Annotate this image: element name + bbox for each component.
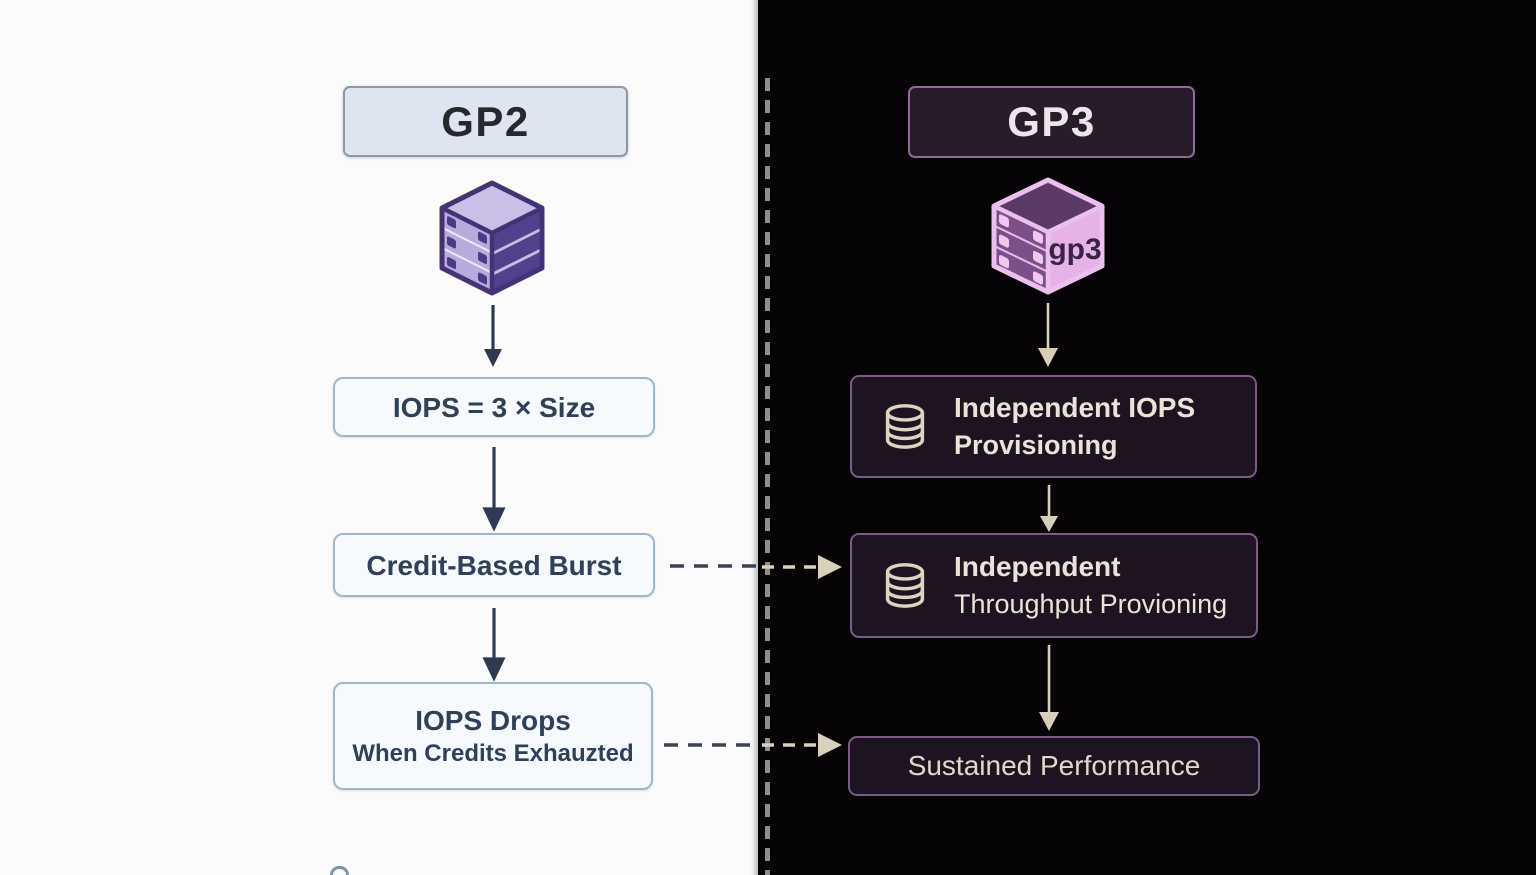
gp3-box2-line2: Throughput Provioning (954, 589, 1228, 620)
gp2-iops-drops-box: IOPS Drops When Credits Exhauzted (333, 682, 653, 790)
gp3-header-label: GP3 (1007, 98, 1096, 145)
gp3-cube-label: gp3 (1048, 233, 1101, 266)
database-icon (885, 403, 925, 449)
gp3-box1-line1: Independent IOPS (954, 392, 1196, 424)
gp3-iops-provisioning-box: Independent IOPS Provisioning (850, 375, 1257, 478)
gp2-iops-formula-text: IOPS = 3 × Size (392, 391, 596, 423)
gp3-sustained-performance-box: Sustained Performance (848, 736, 1260, 796)
cutoff-bottom-shape (330, 866, 349, 875)
gp3-box2-line1: Independent (954, 551, 1121, 583)
gp3-volume-cube-icon: gp3 (991, 177, 1105, 295)
gp3-header: GP3 (908, 86, 1195, 158)
gp2-header: GP2 (343, 86, 628, 157)
panel-divider-shade (751, 0, 758, 875)
gp3-box1-line2: Provisioning (954, 430, 1118, 461)
gp2-credit-burst-box: Credit-Based Burst (333, 533, 655, 597)
gp2-header-label: GP2 (441, 97, 530, 145)
gp2-iops-formula-box: IOPS = 3 × Size (333, 377, 655, 437)
gp3-sustained-performance-text: Sustained Performance (907, 750, 1201, 782)
database-icon (885, 562, 925, 608)
gp2-iops-drops-line2: When Credits Exhauzted (352, 739, 634, 767)
gp2-volume-cube-icon (439, 180, 545, 296)
gp2-credit-burst-text: Credit-Based Burst (366, 549, 622, 581)
gp3-throughput-provisioning-box: Independent Throughput Provioning (850, 533, 1258, 638)
gp2-iops-drops-line1: IOPS Drops (415, 704, 571, 736)
